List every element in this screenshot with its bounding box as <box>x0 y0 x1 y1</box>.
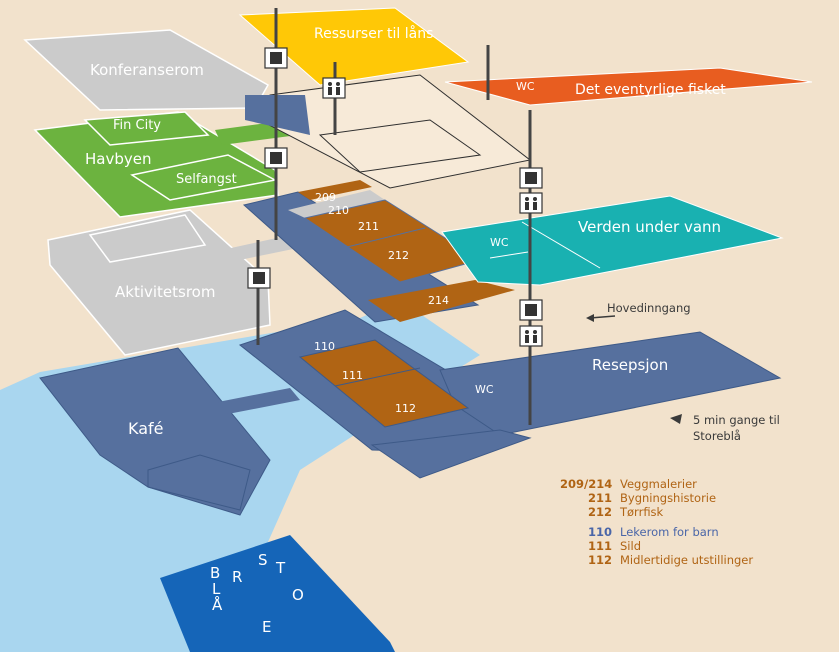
fin-city-area[interactable] <box>83 111 210 146</box>
elevator-icon <box>247 267 271 289</box>
second-wc-label: WC <box>490 236 509 249</box>
elevator-icon <box>264 147 288 169</box>
ground-wc-label: WC <box>475 383 494 396</box>
storebla-letter: R <box>232 568 243 586</box>
room-210[interactable] <box>288 190 385 218</box>
teal-divider <box>489 251 529 259</box>
legend-text: Veggmalerier <box>620 477 697 491</box>
legend-text: Bygningshistorie <box>620 491 717 505</box>
legend-num: 211 <box>587 491 612 505</box>
legend-text: Midlertidige utstillinger <box>620 553 754 567</box>
world-under-water[interactable] <box>441 195 784 286</box>
walk-time-line1: 5 min gange til <box>693 413 780 427</box>
top-white-inner <box>318 119 482 173</box>
fin-city-label: Fin City <box>113 118 161 133</box>
room-214-label: 214 <box>428 294 449 307</box>
walkway-cafe <box>218 388 300 414</box>
legend-text: Sild <box>620 539 641 553</box>
storebla-letter: S <box>258 551 269 569</box>
legend-row: 112 Midlertidige utstillinger <box>560 553 753 567</box>
legend-row: 111 Sild <box>560 539 641 553</box>
resources-label: Ressurser til låns <box>314 25 433 42</box>
legend-num: 112 <box>587 553 612 567</box>
conference-label: Konferanserom <box>90 61 204 79</box>
walk-time-line2: Storeblå <box>693 429 741 443</box>
activity-room[interactable] <box>47 209 271 356</box>
room-110-label: 110 <box>314 340 335 353</box>
room-212-label: 212 <box>388 249 409 262</box>
legend-row: 212 Tørrfisk <box>560 505 663 519</box>
storebla-letter: Å <box>212 595 223 614</box>
storebla-building[interactable] <box>160 535 395 652</box>
room-211-label: 211 <box>358 220 379 233</box>
cafe-label: Kafé <box>128 419 164 438</box>
resources-area[interactable] <box>238 7 470 86</box>
room-112-label: 112 <box>395 402 416 415</box>
room-209-label: 209 <box>315 191 336 204</box>
legend-num: 212 <box>587 505 612 519</box>
main-entrance-label: Hovedinngang <box>607 301 691 315</box>
elevator-icons <box>247 47 543 347</box>
walkway-activity <box>222 235 298 262</box>
adventurous-fish-label: Det eventyrlige fisket <box>575 82 726 98</box>
legend-text: Tørrfisk <box>620 505 664 519</box>
room-divider <box>334 367 421 387</box>
storebla-letter: L <box>212 580 221 598</box>
cafe-inner <box>147 454 251 511</box>
world-under-water-label: Verden under vann <box>578 218 721 236</box>
storebla-letter: E <box>262 618 272 636</box>
storebla-letter: O <box>292 586 305 604</box>
room-210-label: 210 <box>328 204 349 217</box>
legend-row: 211 Bygningshistorie <box>560 491 716 505</box>
walk-arrowhead-icon <box>670 414 682 424</box>
cafe-building[interactable] <box>39 347 271 516</box>
elevator-icon <box>519 167 543 189</box>
entrance-arrowhead-icon <box>586 314 594 322</box>
room-209[interactable] <box>298 180 372 200</box>
activity-room-label: Aktivitetsrom <box>115 283 215 301</box>
second-floor-corridor[interactable] <box>242 191 480 323</box>
havbyen-label: Havbyen <box>85 150 151 168</box>
legend-num: 111 <box>587 539 612 553</box>
room-111-label: 111 <box>342 369 363 382</box>
room-111-112[interactable] <box>298 339 470 428</box>
elevator-icon <box>264 47 288 69</box>
room-214[interactable] <box>368 280 515 322</box>
storebla-letter: T <box>275 559 286 577</box>
legend-num: 110 <box>587 525 612 539</box>
storebla-letters: S T O R E B L Å <box>210 551 305 636</box>
teal-divider <box>521 221 601 269</box>
legend-row: 209/214 Veggmalerier <box>560 477 697 491</box>
top-wc-label: WC <box>516 80 535 93</box>
adventurous-fish-area[interactable] <box>444 67 813 106</box>
elevator-icon <box>519 299 543 321</box>
ground-lower-wing <box>370 429 532 479</box>
room-divider <box>342 227 426 249</box>
storebla-letter: B <box>210 564 221 582</box>
restroom-icon <box>519 325 543 347</box>
legend-row: 110 Lekerom for barn <box>560 525 719 539</box>
restroom-icon <box>519 192 543 214</box>
selfangst-label: Selfangst <box>176 172 237 187</box>
reception-label: Resepsjon <box>592 356 668 374</box>
activity-subroom <box>88 214 207 263</box>
legend-num: 209/214 <box>560 477 613 491</box>
legend-text: Lekerom for barn <box>620 525 719 539</box>
entrance-arrow-icon <box>589 315 616 319</box>
restroom-icon <box>322 77 346 99</box>
